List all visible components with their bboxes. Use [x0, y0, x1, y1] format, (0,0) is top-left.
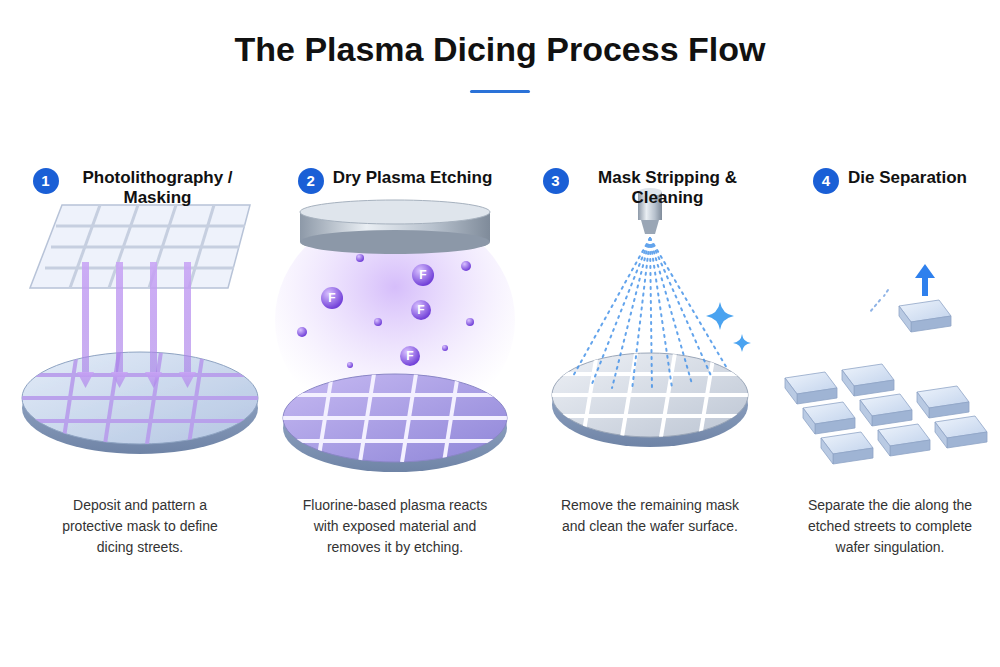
step-header: 2 Dry Plasma Etching — [285, 168, 505, 194]
step-description: Deposit and pattern a protective mask to… — [45, 495, 235, 558]
callout-number: 2 — [298, 168, 324, 194]
step-header: 4 Die Separation — [800, 168, 980, 194]
diagram-title: The Plasma Dicing Process Flow — [0, 30, 1000, 69]
step-description: Separate the die along the etched street… — [795, 495, 985, 558]
step-heading: Photolithography / Masking — [68, 168, 248, 208]
process-step: 4Die SeparationSeparate the die along th… — [800, 160, 980, 570]
process-step: 3 Mask Stripping & CleaningRemove the rem… — [542, 160, 758, 570]
plasma-etch-illustration — [270, 200, 520, 472]
callout-number: 4 — [813, 168, 839, 194]
step-heading: Mask Stripping & Cleaning — [578, 168, 758, 208]
process-step: 1 Photolithography / MaskingDeposit and p… — [30, 160, 250, 570]
process-step: 2 Dry Plasma EtchingFluorine-based plasma… — [285, 160, 505, 570]
fluorine-label: F — [419, 269, 426, 281]
fluorine-label: F — [328, 292, 335, 304]
callout-number: 3 — [543, 168, 569, 194]
wafer-masking-illustration — [15, 205, 265, 454]
step-heading: Dry Plasma Etching — [333, 168, 493, 188]
step-header: 1 Photolithography / Masking — [30, 168, 250, 208]
fluorine-label: F — [417, 304, 424, 316]
callout-number: 1 — [33, 168, 59, 194]
step-header: 3 Mask Stripping & Cleaning — [542, 168, 758, 208]
step-heading: Die Separation — [848, 168, 967, 188]
die-separation-illustration — [785, 264, 987, 464]
step-description: Remove the remaining mask and clean the … — [553, 495, 748, 537]
title-underline — [470, 90, 530, 93]
step-description: Fluorine-based plasma reacts with expose… — [293, 495, 498, 558]
fluorine-label: F — [406, 350, 413, 362]
cleaning-illustration — [540, 188, 760, 447]
